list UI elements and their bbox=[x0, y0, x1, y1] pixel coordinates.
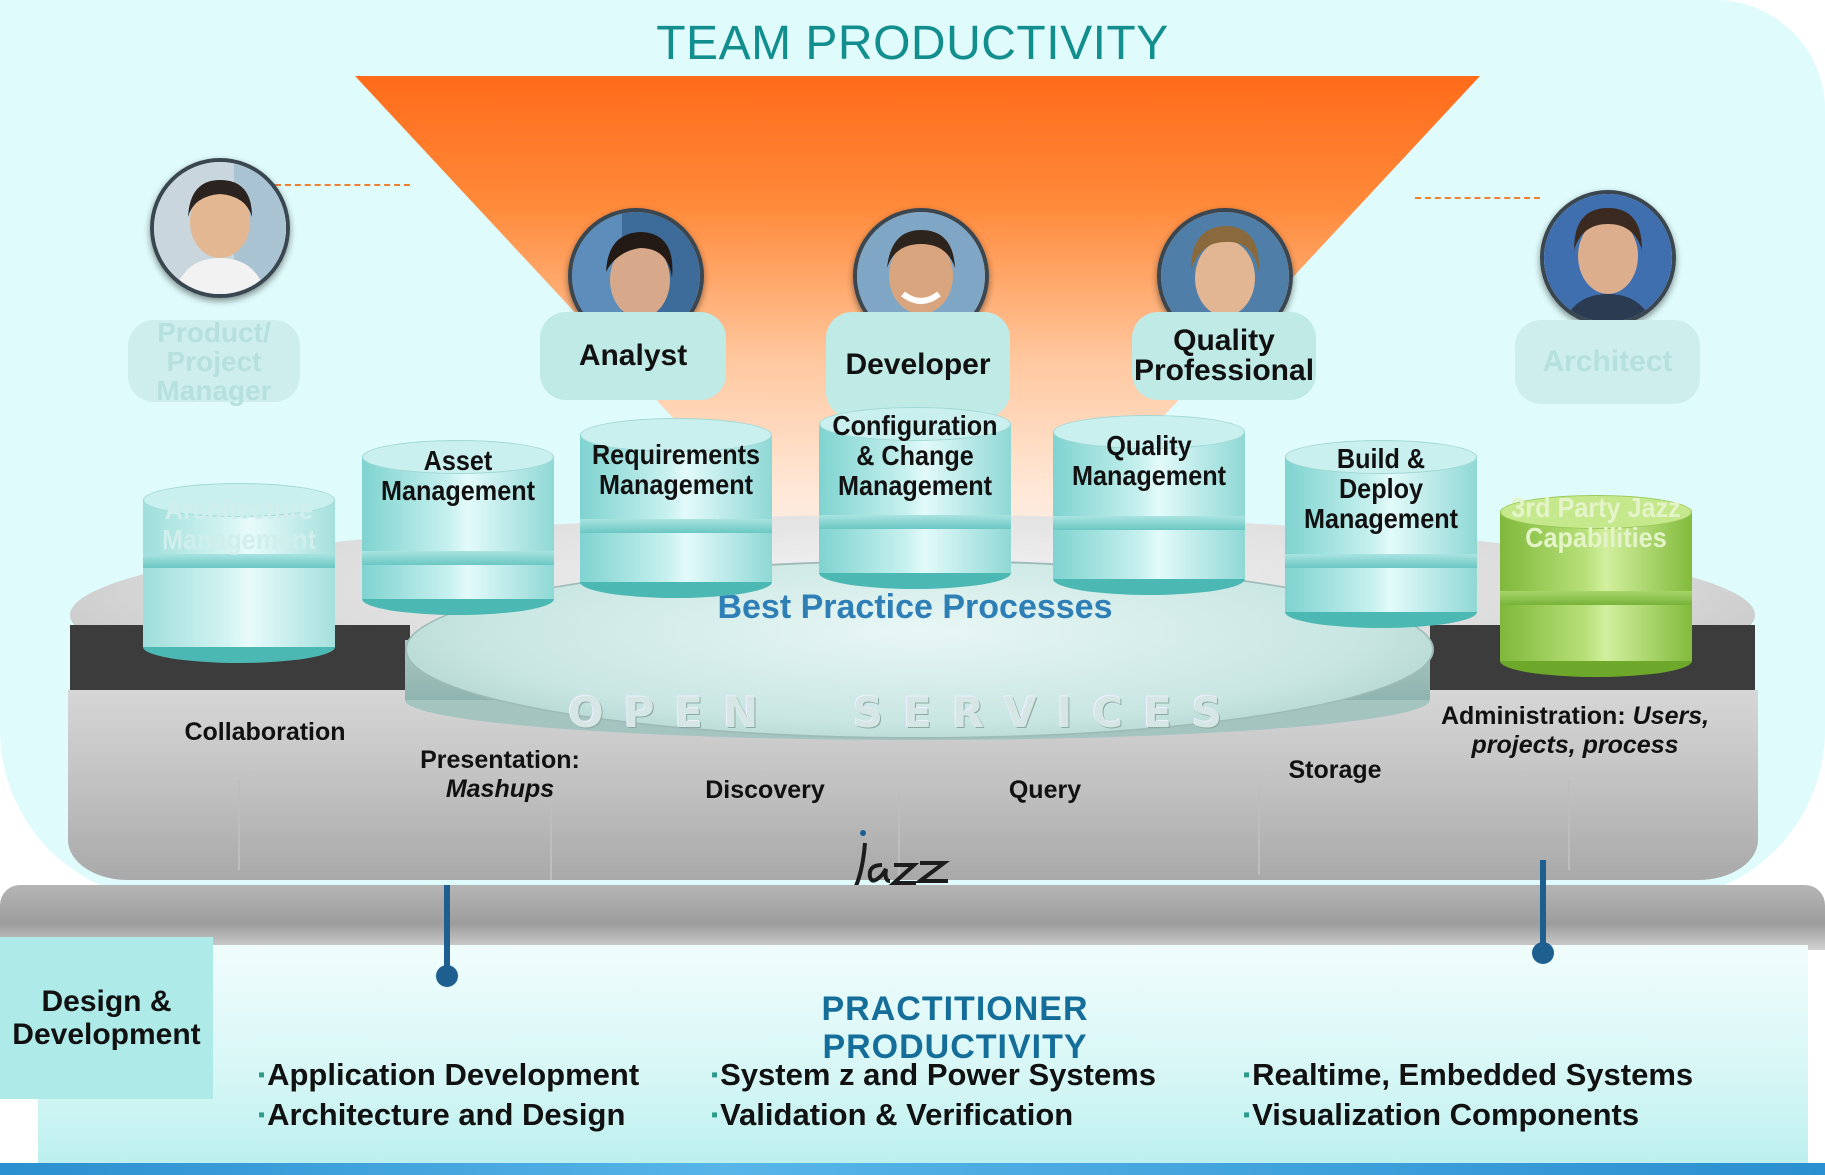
practitioner-column-2: System z and Power Systems Validation & … bbox=[711, 1055, 1156, 1135]
capability-asset-management-label: Asset Management bbox=[380, 445, 536, 506]
connector-right bbox=[1415, 197, 1540, 199]
capability-configuration-change-management-label: Configuration & Change Management bbox=[832, 410, 998, 501]
role-architect: Architect bbox=[1515, 320, 1700, 404]
service-presentation-title: Presentation: bbox=[420, 746, 580, 774]
list-item: Architecture and Design bbox=[258, 1095, 639, 1135]
capability-architecture-management-label: Architecture Management bbox=[161, 494, 317, 555]
capability-quality-management: Quality Management bbox=[1053, 415, 1245, 595]
service-discovery: Discovery bbox=[705, 776, 825, 804]
capability-quality-management-label: Quality Management bbox=[1071, 430, 1227, 491]
list-item: Visualization Components bbox=[1243, 1095, 1693, 1135]
capability-requirements-management: Requirements Management bbox=[580, 418, 772, 598]
segment-divider bbox=[1258, 785, 1260, 875]
capability-build-deploy-management: Build & Deploy Management bbox=[1285, 440, 1477, 628]
connector-stem-right bbox=[1540, 860, 1546, 955]
connector-dot-right bbox=[1532, 942, 1554, 964]
role-developer: Developer bbox=[826, 312, 1010, 418]
list-item: Validation & Verification bbox=[711, 1095, 1156, 1135]
role-analyst: Analyst bbox=[540, 312, 726, 400]
platform-base bbox=[0, 885, 1825, 950]
connector-left bbox=[275, 184, 410, 186]
best-practice-label: Best Practice Processes bbox=[717, 588, 1113, 626]
capability-requirements-management-label: Requirements Management bbox=[591, 439, 761, 500]
practitioner-column-1: Application Development Architecture and… bbox=[258, 1055, 639, 1135]
open-services-label: OPEN SERVICES bbox=[567, 688, 1243, 737]
list-item: Realtime, Embedded Systems bbox=[1243, 1055, 1693, 1095]
segment-divider bbox=[1568, 780, 1570, 870]
service-administration: Administration: Users, projects, process bbox=[1420, 702, 1730, 760]
connector-stem-left bbox=[444, 885, 450, 975]
segment-divider bbox=[238, 780, 240, 870]
role-product-project-manager: Product/ Project Manager bbox=[128, 318, 300, 405]
footer-bar bbox=[0, 1163, 1825, 1175]
list-item: System z and Power Systems bbox=[711, 1055, 1156, 1095]
capability-third-party-jazz: 3rd Party Jazz Capabilities bbox=[1500, 492, 1692, 677]
service-administration-title: Administration: bbox=[1440, 702, 1626, 730]
list-item: Application Development bbox=[258, 1055, 639, 1095]
service-query: Query bbox=[1008, 776, 1082, 804]
capability-architecture-management: Architecture Management bbox=[143, 483, 335, 663]
capability-build-deploy-management-label: Build & Deploy Management bbox=[1303, 443, 1459, 534]
diagram-title: TEAM PRODUCTIVITY bbox=[656, 17, 1169, 70]
segment-divider bbox=[550, 790, 552, 880]
service-presentation-sub: Mashups bbox=[445, 775, 555, 803]
capability-configuration-change-management: Configuration & Change Management bbox=[819, 407, 1011, 589]
manager-avatar bbox=[150, 158, 290, 298]
capability-third-party-jazz-label: 3rd Party Jazz Capabilities bbox=[1511, 492, 1681, 553]
design-development-label: Design & Development bbox=[0, 937, 213, 1099]
practitioner-column-3: Realtime, Embedded Systems Visualization… bbox=[1243, 1055, 1693, 1135]
segment-divider bbox=[898, 790, 900, 880]
role-quality-professional: Quality Professional bbox=[1132, 312, 1316, 400]
service-collaboration: Collaboration bbox=[184, 718, 346, 746]
connector-dot-left bbox=[436, 965, 458, 987]
capability-asset-management: Asset Management bbox=[362, 440, 554, 615]
architect-avatar bbox=[1540, 190, 1676, 326]
service-presentation: Presentation: Mashups bbox=[395, 746, 605, 804]
service-administration-sub: Users, projects, process bbox=[1471, 702, 1710, 759]
service-storage: Storage bbox=[1288, 756, 1382, 784]
